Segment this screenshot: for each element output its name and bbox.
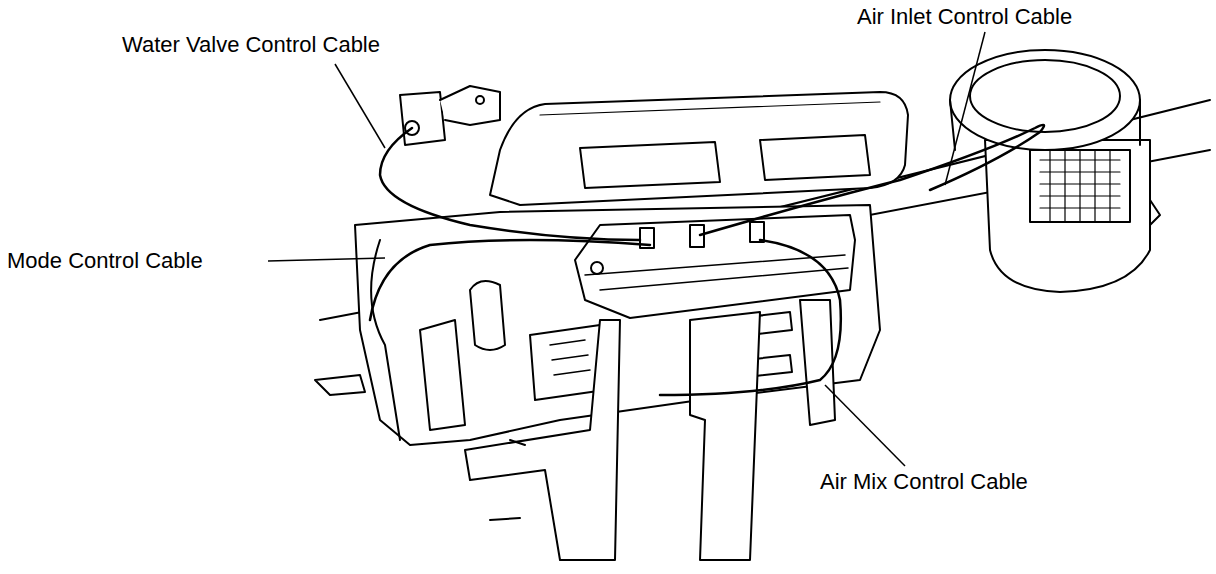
part-label: Mode Control Cable [5,248,205,274]
water-valve-bracket [440,86,500,125]
duct-opening [580,142,720,188]
support-bracket [465,320,620,560]
case-edge [371,240,400,440]
leader-line [268,258,385,261]
duct-ribs [550,340,590,375]
air-mix-cable [660,240,841,395]
support-bracket [690,312,760,560]
mode-cable [370,240,650,320]
blower-inlet-inner [970,60,1120,132]
vent-opening [470,281,505,350]
bracket-detail [490,440,525,520]
part-label: Air Inlet Control Cable [855,4,1074,30]
mount-tab [315,375,365,395]
support-bracket [800,300,835,425]
water-valve [400,92,445,145]
duct-opening [760,135,870,180]
bolt [591,262,603,274]
side-vent [420,320,465,430]
blower-housing [985,140,1150,292]
grille-lines [1040,150,1120,222]
leader-line [335,64,385,148]
control-lever [690,225,704,247]
part-label: Water Valve Control Cable [120,32,382,58]
leader-line [945,32,985,185]
duct-edge [540,102,880,115]
defroster-duct [490,92,908,205]
bolt [476,96,484,104]
tab [1150,200,1160,225]
control-head-edge [585,255,848,290]
water-valve-cable [380,128,640,240]
control-lever [750,222,764,242]
grille [1030,150,1130,222]
leader-line [825,385,905,466]
part-label: Air Mix Control Cable [818,469,1030,495]
blower-inlet [950,50,1140,150]
air-inlet-cable [700,125,1044,235]
